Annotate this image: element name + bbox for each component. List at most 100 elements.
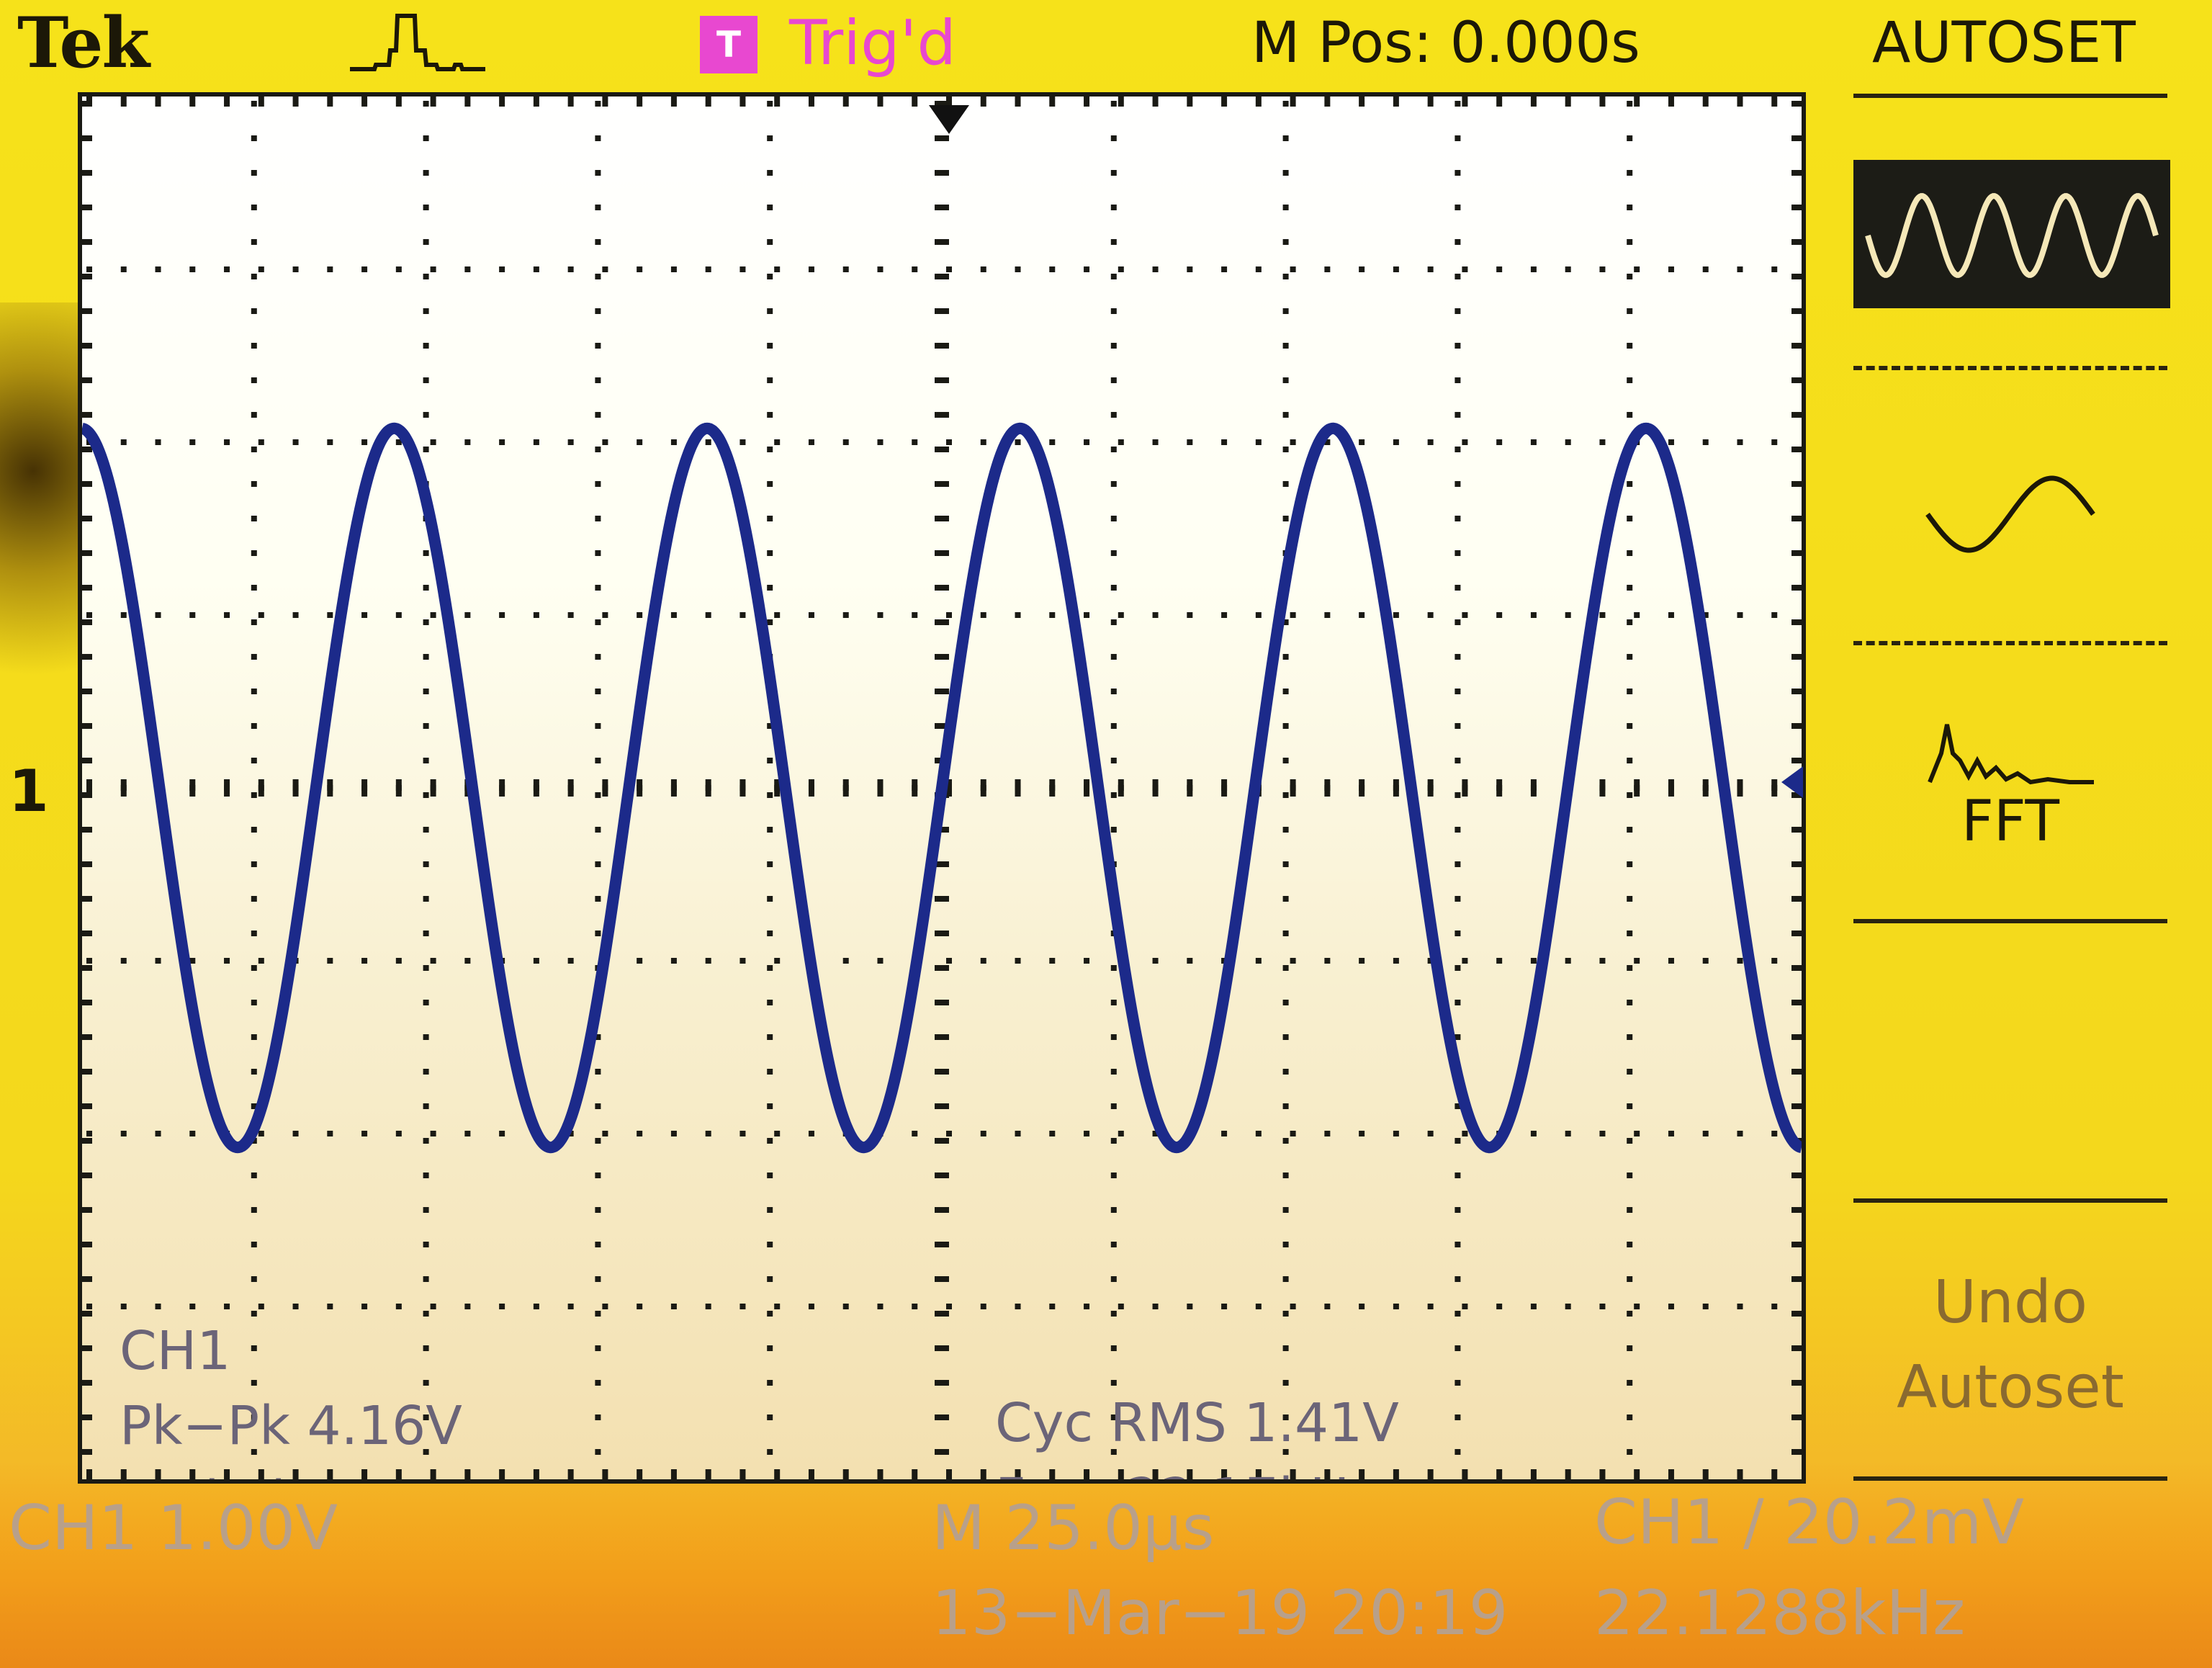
graticule-tick [120, 1469, 127, 1479]
graticule-dot [1324, 1304, 1331, 1309]
graticule-tick [946, 1469, 952, 1479]
graticule-dot [499, 439, 505, 445]
measurement-freq: Freq 22.17kHz [995, 1461, 1399, 1479]
graticule-tick [82, 412, 92, 418]
graticule-dot [1324, 1131, 1331, 1136]
graticule-dot [595, 1276, 601, 1282]
graticule-tick [82, 1276, 92, 1282]
graticule-tick [637, 1469, 643, 1479]
graticule-dot [1282, 274, 1289, 279]
graticule-dot [251, 170, 257, 176]
graticule-dot [602, 1304, 608, 1309]
graticule-tick [935, 654, 949, 660]
graticule-tick [1462, 779, 1468, 797]
graticule-dot [251, 723, 257, 729]
graticule-dot [1627, 343, 1633, 349]
graticule-dot [1455, 861, 1461, 867]
graticule-dot [1110, 1034, 1117, 1040]
graticule-dot [767, 1069, 773, 1075]
graticule-dot [224, 266, 230, 272]
graticule-dot [1282, 758, 1289, 763]
graticule-dot [361, 439, 368, 445]
graticule-dot [1455, 377, 1461, 383]
graticule-dot [251, 1276, 257, 1282]
graticule-dot [980, 1304, 986, 1309]
graticule-dot [86, 1304, 92, 1309]
graticule-dot [1282, 827, 1289, 833]
date-time: 13−Mar−19 20:19 [932, 1577, 1509, 1649]
graticule-dot [1282, 931, 1289, 936]
menu-option-undo-autoset[interactable]: Undo Autoset [1853, 1203, 2167, 1476]
graticule-dot [361, 612, 368, 618]
graticule-tick [82, 1069, 92, 1075]
graticule-dot [292, 1304, 299, 1309]
graticule-dot [980, 958, 986, 964]
graticule-dot [1771, 439, 1778, 445]
graticule-dot [1255, 1304, 1262, 1309]
graticule-tick [935, 1380, 949, 1386]
graticule-dot [120, 958, 127, 964]
graticule-dot [251, 1172, 257, 1178]
graticule-dot [739, 1131, 746, 1136]
graticule-dot [423, 861, 429, 867]
graticule-dot [1427, 1304, 1434, 1309]
graticule-dot [767, 1207, 773, 1213]
graticule-dot [1110, 1311, 1117, 1317]
graticule-dot [767, 758, 773, 763]
graticule-dot [767, 585, 773, 591]
menu-option-fft[interactable]: FFT [1853, 645, 2167, 919]
graticule-dot [1530, 439, 1537, 445]
graticule-tick [155, 97, 161, 107]
graticule-dot [1599, 612, 1606, 618]
graticule-dot [1455, 481, 1461, 487]
graticule-dot [595, 1207, 601, 1213]
graticule-dot [1668, 958, 1674, 964]
graticule-tick [980, 779, 986, 797]
menu-option-multi-cycle[interactable] [1853, 160, 2170, 308]
graticule-tick [935, 1449, 949, 1455]
graticule-tick [258, 97, 264, 107]
graticule-tick [1530, 97, 1537, 107]
graticule-tick [395, 97, 402, 107]
graticule-dot [705, 958, 711, 964]
graticule-dot [1084, 439, 1090, 445]
graticule-dot [670, 958, 677, 964]
graticule-tick [1187, 1469, 1193, 1479]
graticule-dot [1282, 965, 1289, 971]
graticule-tick [1668, 97, 1674, 107]
graticule-tick [224, 779, 230, 797]
graticule-dot [224, 958, 230, 964]
graticule-dot [774, 958, 781, 964]
graticule-dot [1668, 1131, 1674, 1136]
graticule-dot [1110, 550, 1117, 556]
graticule-tick [327, 1469, 333, 1479]
graticule-dot [767, 170, 773, 176]
graticule-dot [767, 377, 773, 383]
graticule-dot [767, 274, 773, 279]
graticule-dot [1427, 266, 1434, 272]
graticule-tick [327, 97, 333, 107]
graticule-dot [292, 266, 299, 272]
graticule-dot [423, 1345, 429, 1351]
graticule-tick [1049, 97, 1056, 107]
graticule-dot [1627, 101, 1633, 107]
graticule-dot [430, 266, 436, 272]
graticule-tick [739, 97, 746, 107]
graticule-dot [877, 612, 884, 618]
graticule-dot [423, 1242, 429, 1247]
graticule-dot [251, 481, 257, 487]
graticule-dot [423, 1311, 429, 1317]
graticule-dot [1455, 1345, 1461, 1351]
graticule-tick [1791, 1380, 1802, 1386]
graticule-dot [767, 1380, 773, 1386]
graticule-dot [595, 896, 601, 902]
graticule-tick [637, 779, 643, 797]
graticule-dot [423, 1069, 429, 1075]
graticule-dot [1110, 481, 1117, 487]
graticule-tick [361, 1469, 368, 1479]
graticule-tick [1791, 585, 1802, 591]
graticule-tick [935, 1242, 949, 1247]
menu-option-single-cycle[interactable] [1853, 370, 2167, 640]
graticule-dot [1393, 958, 1399, 964]
graticule-dot [1393, 1131, 1399, 1136]
